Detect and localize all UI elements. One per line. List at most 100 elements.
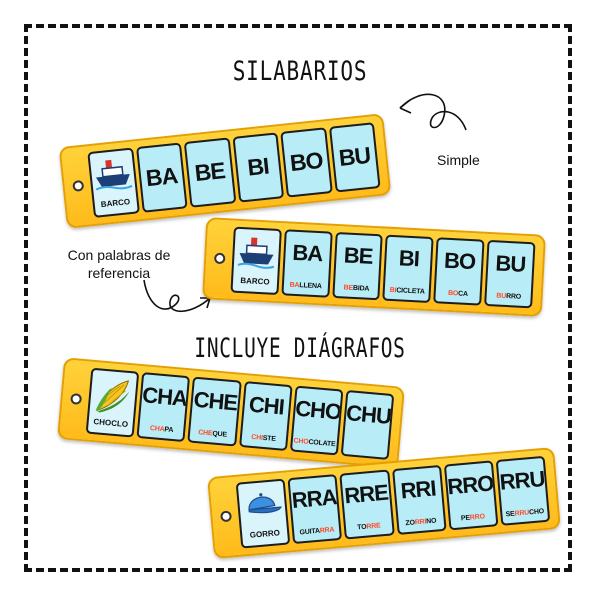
ref-post: CHO (528, 508, 545, 517)
syllable: CHO (294, 395, 343, 425)
syllable: CHA (141, 382, 189, 412)
syllable-cell: BO (280, 127, 333, 198)
ref-highlight: RRU (514, 509, 530, 518)
syllable-cell: BI BICICLETA (382, 234, 434, 304)
syllable-cell: BU BURRO (484, 239, 536, 309)
ref-highlight: BE (343, 284, 354, 292)
reference-word: CHEQUE (190, 429, 235, 440)
syllable-cell: BA (135, 142, 188, 213)
syllable: BI (246, 152, 270, 181)
cap-icon (248, 493, 282, 514)
syllable: CHU (345, 400, 392, 429)
reference-word: CHOCOLATE (292, 437, 337, 449)
strip-hole (213, 252, 226, 265)
reference-word: ZORRINO (398, 517, 444, 528)
picture-cell: GORRO (235, 478, 291, 549)
note-simple: Simple (437, 152, 480, 168)
reference-word: PERRO (450, 512, 496, 523)
ref-post: QUE (212, 430, 228, 439)
reference-word: BEBIDA (334, 284, 378, 293)
syllable: RRU (498, 465, 546, 495)
picture-cell: BARCO (87, 147, 140, 218)
picture-word: GORRO (249, 528, 281, 540)
ref-post: RRO (505, 292, 522, 301)
strip-hole (70, 392, 83, 405)
ref-post: BIDA (352, 284, 370, 293)
syllable-cell: CHU (340, 389, 395, 460)
ship-icon (95, 159, 133, 191)
syllable-cell: BO BOCA (433, 237, 485, 306)
strip-hole (72, 179, 85, 192)
syllable: BO (443, 247, 476, 275)
main-title: SILABARIOS (232, 56, 368, 87)
note-line-1: Con palabras de (67, 247, 171, 263)
ref-highlight: RRA (319, 526, 335, 535)
note-line-2: referencia (87, 265, 151, 281)
syllable: CHE (192, 386, 239, 416)
reference-word: BALLENA (284, 281, 328, 291)
ref-highlight: RRO (469, 513, 486, 522)
curly-arrow-simple-icon (399, 93, 467, 131)
ref-highlight: CHI (251, 433, 264, 442)
picture-cell: CHOCLO (85, 367, 140, 438)
ref-highlight: RRE (366, 522, 381, 531)
syllable: RRI (399, 475, 437, 504)
reference-word: GUITARRA (294, 526, 340, 537)
corn-icon (95, 380, 130, 413)
syllable: RRE (343, 479, 389, 509)
ref-pre: GUITA (299, 527, 321, 537)
ref-post: CICLETA (396, 287, 425, 296)
syllable: BA (291, 239, 323, 267)
ref-highlight: CHE (197, 429, 213, 438)
syllable-cell: CHA CHAPA (136, 372, 191, 443)
ref-post: STE (262, 434, 277, 443)
dashed-frame (24, 24, 572, 572)
reference-word: SERRUCHO (502, 508, 548, 519)
syllable-cell: BE (183, 137, 236, 208)
syllable: BA (144, 162, 179, 192)
syllable-cell: BA BALLENA (281, 229, 333, 298)
reference-word: CHISTE (241, 433, 286, 444)
ref-post: PA (164, 426, 174, 435)
syllable: RRA (290, 484, 338, 513)
picture-cell: BARCO (230, 226, 282, 296)
picture-word: BARCO (100, 197, 131, 210)
reference-word: BURRO (487, 292, 531, 301)
syllable: CHI (247, 391, 285, 420)
reference-word: BOCA (436, 289, 480, 298)
syllable-cell: BU (328, 122, 381, 193)
syllable-cell: RRI ZORRINO (391, 464, 447, 535)
syllable: RRO (446, 470, 495, 500)
syllable: BE (343, 242, 374, 269)
syllable-strip-simple: BARCO BA BE BI BO BU (58, 113, 392, 229)
syllable: BU (337, 141, 372, 171)
ref-post: LLENA (299, 282, 322, 291)
syllable: BU (494, 250, 526, 277)
strip-hole (220, 510, 233, 523)
picture-word: BARCO (240, 276, 270, 287)
syllable: BE (193, 157, 226, 187)
reference-word: BICICLETA (385, 287, 429, 296)
ref-post: NO (425, 517, 437, 526)
digraphs-title: INCLUYE DIÁGRAFOS (194, 333, 406, 364)
reference-word: TORRE (346, 521, 392, 532)
ship-icon (237, 237, 275, 269)
ref-highlight: CHO (293, 437, 309, 446)
syllable-cell: BI (231, 132, 285, 203)
reference-word: CHAPA (139, 424, 184, 435)
ref-post: CA (457, 290, 469, 298)
syllable: BI (398, 245, 420, 272)
note-con-palabras: Con palabras de referencia (44, 246, 194, 282)
ref-post: COLATE (308, 438, 336, 449)
picture-word: CHOCLO (93, 417, 129, 430)
